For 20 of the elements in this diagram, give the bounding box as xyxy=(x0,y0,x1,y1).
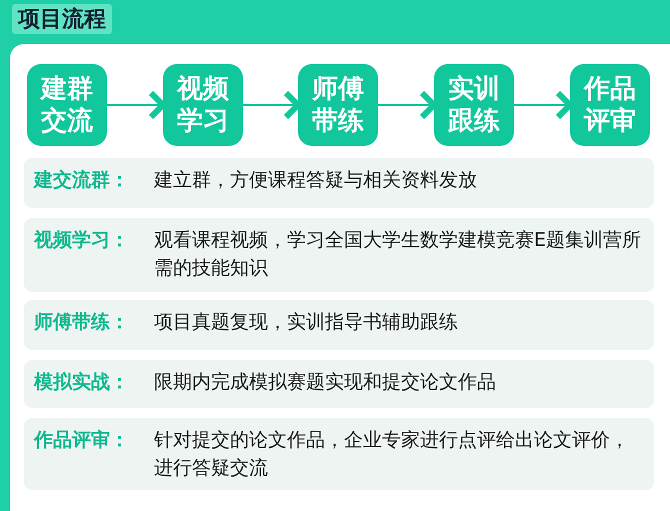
row-description: 限期内完成模拟赛题实现和提交论文作品 xyxy=(154,370,496,395)
step-box: 视频学习 xyxy=(163,64,243,146)
row-heading: 建交流群： xyxy=(34,168,130,193)
step-box: 建群交流 xyxy=(27,64,107,146)
chevron-arrow xyxy=(243,90,301,120)
row-heading: 作品评审： xyxy=(34,428,130,453)
title: 项目流程 xyxy=(12,4,112,34)
step-box: 实训跟练 xyxy=(434,64,514,146)
row-heading: 视频学习： xyxy=(34,228,130,253)
chevron-arrow xyxy=(514,90,573,120)
row-description: 项目真题复现，实训指导书辅助跟练 xyxy=(154,310,458,335)
step-box: 作品评审 xyxy=(570,64,650,146)
row-description: 建立群，方便课程答疑与相关资料发放 xyxy=(154,168,477,193)
row-description: 针对提交的论文作品，企业专家进行点评给出论文评价，进行答疑交流 xyxy=(154,428,630,481)
step-box: 师傅带练 xyxy=(298,64,378,146)
row-heading: 模拟实战： xyxy=(34,370,130,395)
row-description: 观看课程视频，学习全国大学生数学建模竞赛E题集训营所需的技能知识 xyxy=(154,228,642,281)
chevron-arrow xyxy=(378,90,437,120)
chevron-arrow xyxy=(107,90,166,120)
row-heading: 师傅带练： xyxy=(34,310,130,335)
